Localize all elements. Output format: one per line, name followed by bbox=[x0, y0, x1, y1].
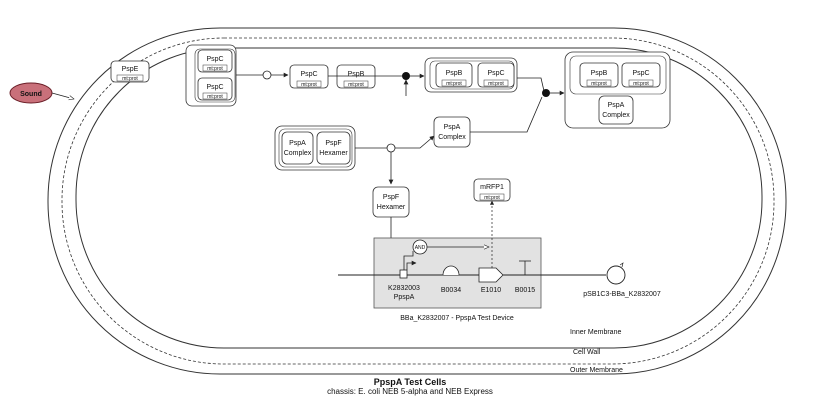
plasmid-label: pSB1C3-BBa_K2832007 bbox=[583, 291, 661, 298]
pspc-b-label: PspC bbox=[206, 84, 223, 91]
pspf-free-label-2: Hexamer bbox=[377, 204, 406, 211]
pspa-pspf-dissociation bbox=[386, 143, 396, 153]
pspb-pair-tag-box bbox=[441, 79, 467, 87]
assoc-line-2 bbox=[517, 77, 545, 92]
promoter-id: K2832003 bbox=[388, 285, 420, 292]
pspc-mono-tag-box bbox=[296, 80, 322, 88]
pspc-a-label: PspC bbox=[206, 56, 223, 63]
pspf-free-label-1: PspF bbox=[383, 194, 399, 201]
pspa-to-final-line bbox=[470, 96, 543, 133]
pspa-final-label-1: PspA bbox=[608, 102, 625, 109]
pspa-left-node bbox=[281, 131, 314, 165]
dissociation-node bbox=[262, 70, 272, 80]
sound-input-label: Sound bbox=[20, 91, 42, 98]
rbs-label: B0034 bbox=[441, 287, 461, 294]
outer-membrane bbox=[47, 27, 787, 375]
promoter-to-and-line bbox=[403, 251, 414, 273]
promoter-name: PpspA bbox=[394, 294, 415, 301]
terminator-label: B0015 bbox=[515, 287, 535, 294]
pspa-mid-node bbox=[433, 116, 471, 148]
pspb-mono-label: PspB bbox=[348, 71, 365, 78]
pspe-label: PspE bbox=[122, 66, 139, 73]
inner-membrane-label: Inner Membrane bbox=[570, 329, 621, 336]
pspa-pspf-complex-inner bbox=[278, 128, 353, 168]
pspa-left-label-2: Complex bbox=[284, 150, 312, 157]
pspa-mid-label-2: Complex bbox=[438, 134, 466, 141]
pspa-final-label-2: Complex bbox=[602, 112, 630, 119]
pspb-final-tag: mt:prot bbox=[591, 81, 607, 87]
pspb-mono-tag: mt:prot bbox=[348, 82, 364, 88]
pspa-final-node bbox=[598, 95, 634, 125]
psp-final-inner bbox=[569, 55, 667, 95]
pspf-left-label-2: Hexamer bbox=[319, 150, 348, 157]
sound-arrow bbox=[51, 92, 74, 99]
caption-subtitle: chassis: E. coli NEB 5-alpha and NEB Exp… bbox=[327, 387, 493, 396]
plasmid-arrow bbox=[619, 262, 624, 268]
pspc-dimer-inner bbox=[194, 48, 236, 103]
pspb-pair-tag: mt:prot bbox=[446, 81, 462, 87]
promoter-icon bbox=[406, 260, 417, 270]
mrfp1-label: mRFP1 bbox=[480, 184, 504, 191]
pspf-free-node bbox=[372, 186, 410, 218]
mrfp1-tag-box bbox=[479, 193, 505, 201]
pspe-tag: mt:prot bbox=[122, 76, 138, 82]
pspc-mono-label: PspC bbox=[300, 71, 317, 78]
caption-title: PpspA Test Cells bbox=[373, 377, 447, 387]
pspc-mono-tag: mt:prot bbox=[301, 82, 317, 88]
pspa-left-label-1: PspA bbox=[289, 140, 306, 147]
pspc-pair-label: PspC bbox=[487, 70, 504, 77]
pspb-final-label: PspB bbox=[591, 70, 608, 77]
pspb-final-tag-box bbox=[586, 79, 612, 87]
mrfp1-tag: mt:prot bbox=[484, 195, 500, 201]
pspc-pair-tag-box bbox=[483, 79, 509, 87]
pspc-b-tag: mt:prot bbox=[207, 94, 223, 100]
cds-icon bbox=[478, 267, 504, 283]
pspc-final-label: PspC bbox=[632, 70, 649, 77]
pspc-pair-tag: mt:prot bbox=[488, 81, 504, 87]
association-node-2 bbox=[542, 89, 550, 97]
pspb-pair-label: PspB bbox=[446, 70, 463, 77]
cell-wall bbox=[61, 37, 775, 365]
rbs-icon bbox=[442, 265, 460, 276]
to-pspa-mid-arrow bbox=[395, 135, 435, 149]
cds-label: E1010 bbox=[481, 287, 501, 294]
pspf-left-node bbox=[316, 131, 351, 165]
pspa-mid-label-1: PspA bbox=[444, 124, 461, 131]
promoter-box bbox=[399, 269, 408, 279]
and-gate-label: AND bbox=[415, 245, 426, 251]
pspb-mono-tag-box bbox=[343, 80, 369, 88]
pspc-b-tag-box bbox=[202, 92, 228, 100]
pspc-final-tag: mt:prot bbox=[633, 81, 649, 87]
pspc-final-tag-box bbox=[628, 79, 654, 87]
pspc-a-tag-box bbox=[202, 64, 228, 72]
association-node-1 bbox=[402, 72, 410, 80]
device-name: BBa_K2832007 - PpspA Test Device bbox=[400, 315, 514, 322]
outer-membrane-label: Outer Membrane bbox=[570, 367, 623, 374]
cell-wall-label: Cell Wall bbox=[573, 349, 601, 356]
pspc-a-tag: mt:prot bbox=[207, 66, 223, 72]
plasmid-icon bbox=[606, 265, 626, 285]
pspf-left-label-1: PspF bbox=[325, 140, 341, 147]
pspe-tag-box bbox=[116, 74, 144, 82]
inner-membrane bbox=[75, 47, 763, 349]
